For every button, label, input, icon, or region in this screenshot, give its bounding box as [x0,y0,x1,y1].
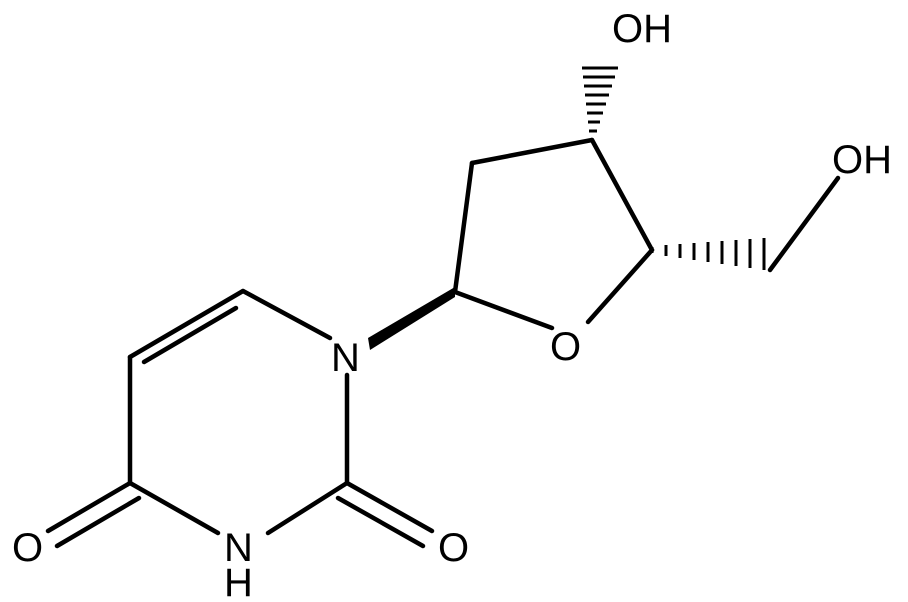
bond-c1-c2 [452,160,475,295]
bond-c2-c3 [469,137,595,166]
nh-nitrogen-label: N [224,526,253,570]
carbonyl-oxygen-right-label: O [438,526,469,570]
bond-c5-oh [767,175,841,273]
nitrogen-1-label: N [331,336,360,380]
carbonyl-oxygen-left-label: O [12,526,43,570]
oh-label-right: OH [832,138,892,182]
nh-hydrogen-label: H [224,561,253,602]
bond-c6-c5-double [127,288,246,360]
bond-c4-o-b [54,495,142,549]
wedge-bond-c1-n [368,287,455,350]
ring-oxygen-label: O [550,325,581,369]
bond-n3-c2 [265,480,350,536]
hashed-bond-c3-oh [582,66,618,142]
bond-o-c1 [452,289,555,331]
oh-label-top: OH [612,7,672,51]
bond-n1-c6 [240,288,333,341]
bond-c6-c5-inner [141,305,239,365]
bond-c4-o [585,247,655,325]
bond-c2-o-b [335,495,426,549]
bond-c4-n3 [127,480,221,536]
bond-c4-o-a [45,480,133,534]
bond-c3-c4 [589,137,655,253]
bond-c2-o-a [344,480,435,534]
hashed-bond-c4-c5 [650,238,766,270]
